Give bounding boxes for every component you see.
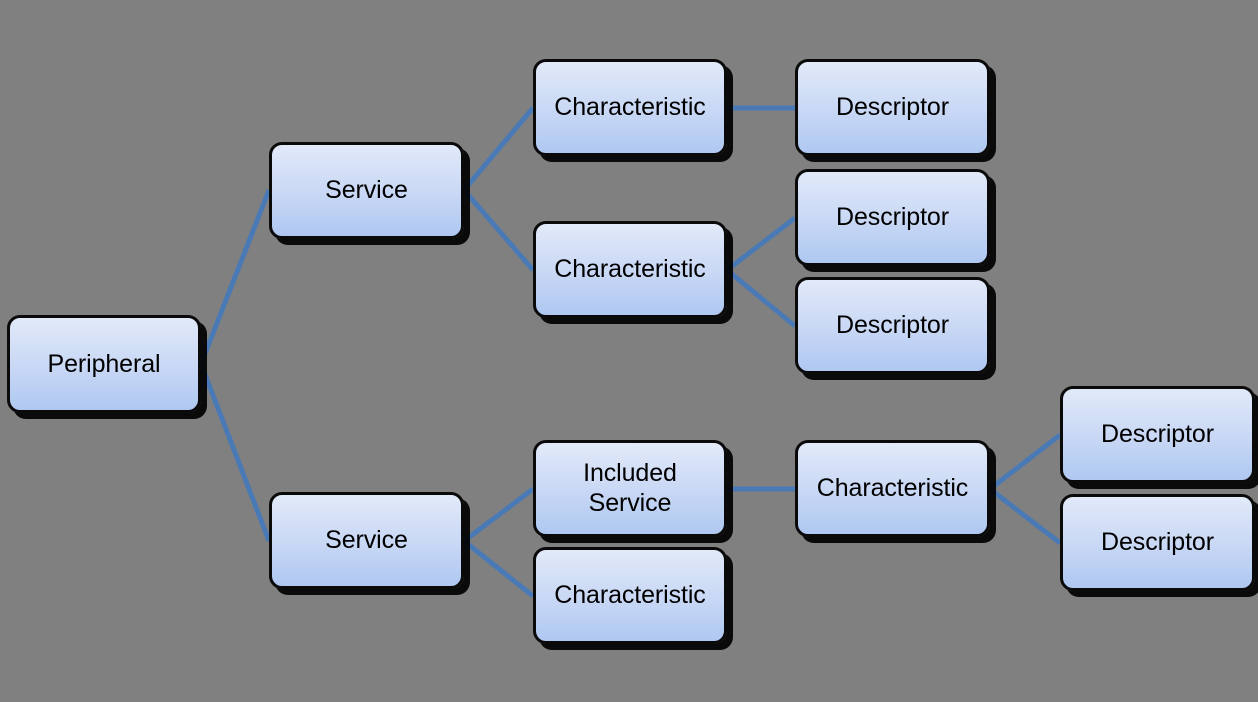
- node-characteristic-1[interactable]: Characteristic: [533, 59, 727, 156]
- edge-characteristic-4-descriptor-5: [988, 487, 1062, 545]
- edge-peripheral-service-2: [198, 363, 272, 542]
- node-descriptor-3[interactable]: Descriptor: [795, 277, 990, 374]
- edge-peripheral-service-1: [198, 189, 272, 365]
- edge-service-2-characteristic-3: [462, 539, 535, 598]
- node-peripheral[interactable]: Peripheral: [7, 315, 201, 413]
- edge-service-1-characteristic-1: [462, 106, 535, 192]
- edge-service-2-included-service: [462, 487, 535, 543]
- node-descriptor-2[interactable]: Descriptor: [795, 169, 990, 266]
- node-descriptor-4[interactable]: Descriptor: [1060, 386, 1255, 483]
- edge-service-1-characteristic-2: [462, 188, 535, 272]
- node-characteristic-4[interactable]: Characteristic: [795, 440, 990, 537]
- node-service-1[interactable]: Service: [269, 142, 464, 239]
- node-descriptor-5[interactable]: Descriptor: [1060, 494, 1255, 591]
- edge-characteristic-2-descriptor-2: [725, 216, 797, 272]
- node-characteristic-2[interactable]: Characteristic: [533, 221, 727, 318]
- node-included-service[interactable]: Included Service: [533, 440, 727, 537]
- node-service-2[interactable]: Service: [269, 492, 464, 589]
- edge-characteristic-2-descriptor-3: [725, 268, 797, 328]
- node-characteristic-3[interactable]: Characteristic: [533, 547, 727, 644]
- node-descriptor-1[interactable]: Descriptor: [795, 59, 990, 156]
- edge-characteristic-4-descriptor-4: [988, 433, 1062, 491]
